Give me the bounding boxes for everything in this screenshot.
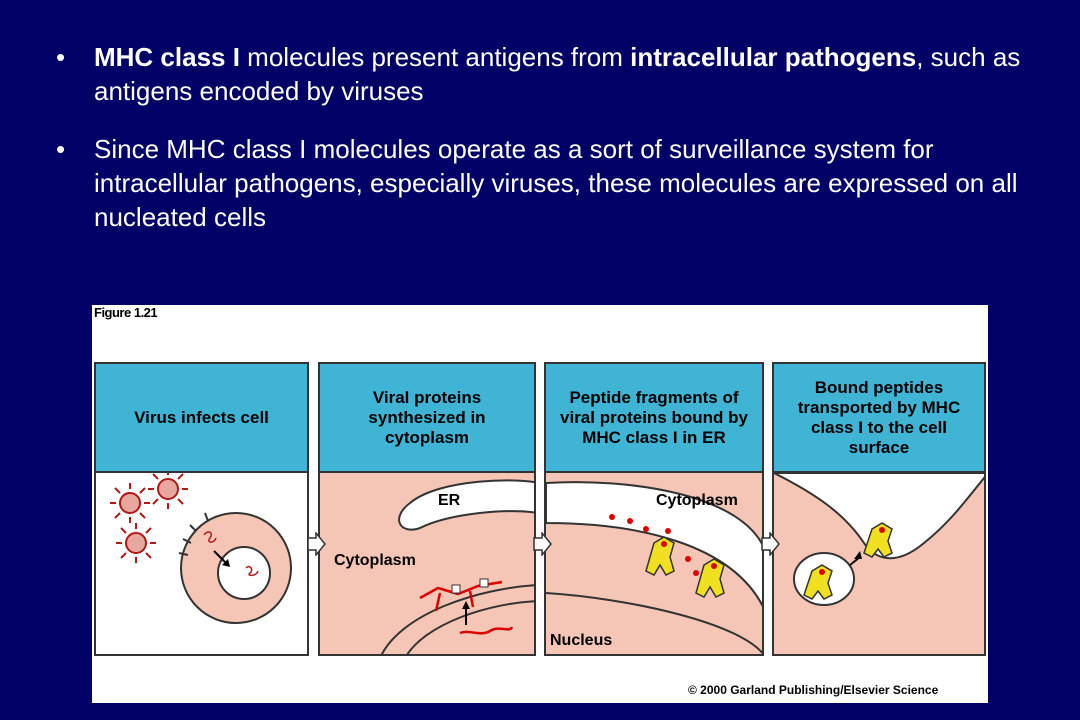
er-label: ER	[438, 492, 461, 509]
panel-virus-infects: Virus infects cell	[94, 362, 309, 656]
bullet-dot: •	[56, 134, 66, 164]
panel-1-title: Virus infects cell	[96, 364, 307, 473]
mhc-class-i-icon	[803, 522, 893, 600]
nucleus-label: Nucleus	[550, 632, 612, 649]
bullet-1-text-1: molecules present antigens from	[239, 42, 631, 72]
arrow-right-icon	[761, 532, 780, 556]
panel-2-title: Viral proteins synthesized in cytoplasm	[320, 364, 534, 473]
figure-label: Figure 1.21	[94, 305, 158, 320]
er-lumen	[546, 481, 762, 608]
cell-surface	[774, 473, 984, 560]
panel-bound-peptides: Bound peptides transported by MHC class …	[772, 362, 986, 656]
mhc-class-i-icon	[645, 536, 725, 598]
virus-icon	[119, 478, 179, 554]
panel-viral-proteins: Viral proteins synthesized in cytoplasm …	[318, 362, 536, 656]
panel-1-illustration	[110, 473, 292, 624]
panel-4-title: Bound peptides transported by MHC class …	[774, 364, 984, 473]
arrow-right-icon	[307, 532, 326, 556]
infected-cell	[178, 512, 292, 624]
bullet-2-text: Since MHC class I molecules operate as a…	[94, 134, 1018, 232]
er-membrane	[398, 479, 534, 531]
cytoplasm-label: Cytoplasm	[656, 492, 738, 509]
cytoplasm-label: Cytoplasm	[334, 552, 416, 569]
bullet-1-bold-1: MHC class I	[94, 42, 240, 72]
bullet-dot: •	[56, 42, 66, 72]
bullet-item-1: • MHC class I molecules present antigens…	[56, 40, 1036, 108]
bullet-list: • MHC class I molecules present antigens…	[56, 40, 1036, 258]
bullet-1-text-2: , such as antigens encoded by viruses	[94, 42, 1021, 106]
panel-4-illustration	[774, 473, 984, 654]
panel-3-title: Peptide fragments of viral proteins boun…	[546, 364, 762, 473]
arrow-right-icon	[533, 532, 552, 556]
panel-2-illustration: ER Cytoplasm	[320, 473, 534, 654]
bullet-1-bold-2: intracellular pathogens	[630, 42, 917, 72]
bullet-item-2: • Since MHC class I molecules operate as…	[56, 132, 1036, 234]
copyright: © 2000 Garland Publishing/Elsevier Scien…	[688, 683, 939, 697]
panel-peptide-fragments: Peptide fragments of viral proteins boun…	[544, 362, 764, 656]
panel-3-illustration: Cytoplasm Nucleus	[546, 473, 762, 654]
figure: Figure 1.21 Virus infects cell	[92, 305, 988, 703]
